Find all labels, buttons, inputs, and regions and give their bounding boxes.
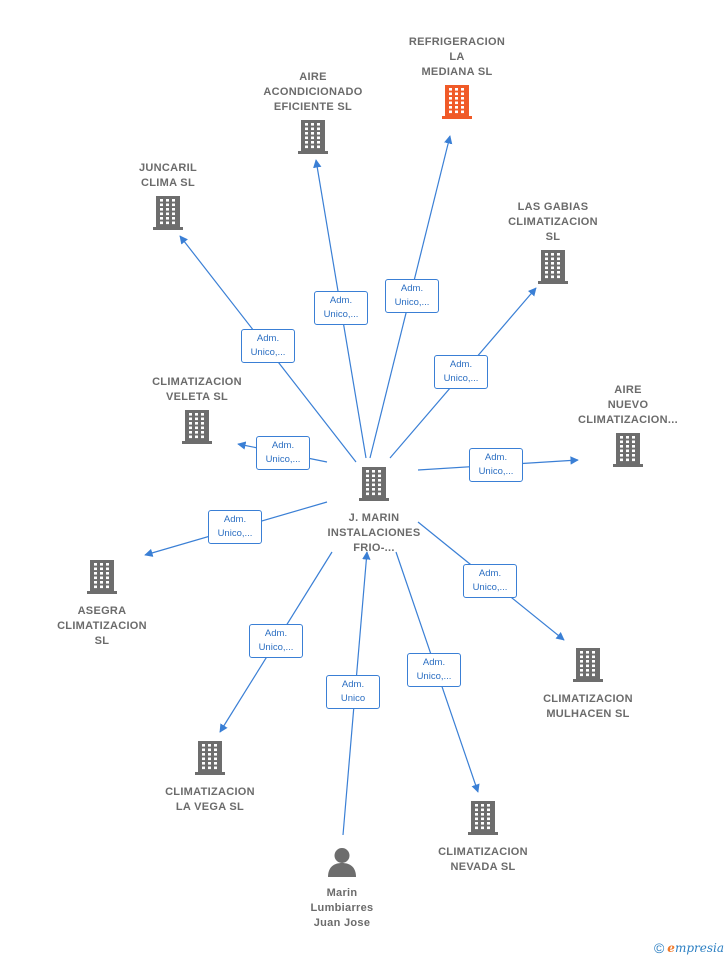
node-veleta[interactable]: CLIMATIZACION VELETA SL — [132, 375, 262, 450]
node-refrigeracion[interactable]: REFRIGERACION LA MEDIANA SL — [392, 35, 522, 125]
node-aire-nuevo[interactable]: AIRE NUEVO CLIMATIZACION... — [563, 383, 693, 473]
edge-label-line: Adm. — [264, 628, 288, 639]
edge-label-line: Unico,... — [416, 671, 452, 682]
building-icon — [418, 800, 548, 841]
node-nevada[interactable]: CLIMATIZACION NEVADA SL — [418, 800, 548, 875]
building-icon — [103, 195, 233, 236]
edge-label-la-vega[interactable]: Adm. Unico,... — [249, 624, 303, 658]
edge-label-line: Unico,... — [265, 454, 301, 465]
edge-label-line: Adm. — [478, 568, 502, 579]
node-label: CLIMATIZACION MULHACEN SL — [543, 693, 633, 720]
edge-label-center[interactable]: Adm. Unico — [326, 675, 380, 709]
node-marin-person[interactable]: Marin Lumbiarres Juan Jose — [277, 847, 407, 931]
edge-label-las-gabias[interactable]: Adm. Unico,... — [434, 355, 488, 389]
node-asegra[interactable]: ASEGRA CLIMATIZACION SL — [37, 559, 167, 649]
edge-label-line: Adm. — [484, 452, 508, 463]
node-la-vega[interactable]: CLIMATIZACION LA VEGA SL — [145, 740, 275, 815]
building-icon — [523, 647, 653, 688]
edge-label-line: Unico,... — [443, 373, 479, 384]
edge-label-line: Unico,... — [323, 309, 359, 320]
node-label: AIRE ACONDICIONADO EFICIENTE SL — [263, 71, 363, 113]
building-icon — [392, 84, 522, 125]
node-label: JUNCARIL CLIMA SL — [138, 162, 197, 189]
edge-label-line: Unico,... — [250, 347, 286, 358]
building-icon — [563, 432, 693, 473]
copyright-icon: © — [653, 940, 665, 956]
edge-label-juncaril[interactable]: Adm. Unico,... — [241, 329, 295, 363]
edge-label-veleta[interactable]: Adm. Unico,... — [256, 436, 310, 470]
brand-logo: empresia — [667, 941, 724, 955]
edge-label-line: Adm. — [256, 333, 280, 344]
edge-label-line: Adm. — [341, 679, 365, 690]
node-aire-eficiente[interactable]: AIRE ACONDICIONADO EFICIENTE SL — [248, 70, 378, 160]
node-label: ASEGRA CLIMATIZACION SL — [57, 605, 147, 647]
edge-label-refrigeracion[interactable]: Adm. Unico,... — [385, 279, 439, 313]
edge-label-asegra[interactable]: Adm. Unico,... — [208, 510, 262, 544]
edge-label-line: Adm. — [329, 295, 353, 306]
edge-label-line: Adm. — [400, 283, 424, 294]
node-label: CLIMATIZACION NEVADA SL — [438, 846, 528, 873]
edge-label-line: Unico,... — [258, 642, 294, 653]
node-label: REFRIGERACION LA MEDIANA SL — [408, 36, 506, 78]
edge-label-line: Unico — [340, 693, 366, 704]
node-las-gabias[interactable]: LAS GABIAS CLIMATIZACION SL — [488, 200, 618, 290]
edge-label-line: Adm. — [449, 359, 473, 370]
building-icon — [248, 119, 378, 160]
edge-label-line: Adm. — [422, 657, 446, 668]
footer-brand[interactable]: © empresia — [654, 940, 724, 956]
edge-label-aire-eficiente[interactable]: Adm. Unico,... — [314, 291, 368, 325]
edge-label-aire-nuevo[interactable]: Adm. Unico,... — [469, 448, 523, 482]
person-icon — [277, 847, 407, 882]
building-icon — [145, 740, 275, 781]
node-label: J. MARIN INSTALACIONES FRIO-... — [327, 512, 421, 554]
node-label: CLIMATIZACION LA VEGA SL — [165, 786, 255, 813]
edge-label-line: Unico,... — [478, 466, 514, 477]
edge-label-line: Adm. — [223, 514, 247, 525]
node-mulhacen[interactable]: CLIMATIZACION MULHACEN SL — [523, 647, 653, 722]
building-icon — [37, 559, 167, 600]
edge-label-nevada[interactable]: Adm. Unico,... — [407, 653, 461, 687]
edge-label-line: Adm. — [271, 440, 295, 451]
edge-label-line: Unico,... — [472, 582, 508, 593]
edge-label-line: Unico,... — [394, 297, 430, 308]
edge-label-line: Unico,... — [217, 528, 253, 539]
node-center[interactable]: J. MARIN INSTALACIONES FRIO-... — [309, 466, 439, 556]
node-label: Marin Lumbiarres Juan Jose — [310, 887, 374, 929]
node-juncaril[interactable]: JUNCARIL CLIMA SL — [103, 161, 233, 236]
building-icon — [309, 466, 439, 507]
node-label: AIRE NUEVO CLIMATIZACION... — [578, 384, 678, 426]
building-icon — [132, 409, 262, 450]
node-label: LAS GABIAS CLIMATIZACION SL — [508, 201, 598, 243]
node-label: CLIMATIZACION VELETA SL — [152, 376, 242, 403]
edge-label-mulhacen[interactable]: Adm. Unico,... — [463, 564, 517, 598]
building-icon — [488, 249, 618, 290]
